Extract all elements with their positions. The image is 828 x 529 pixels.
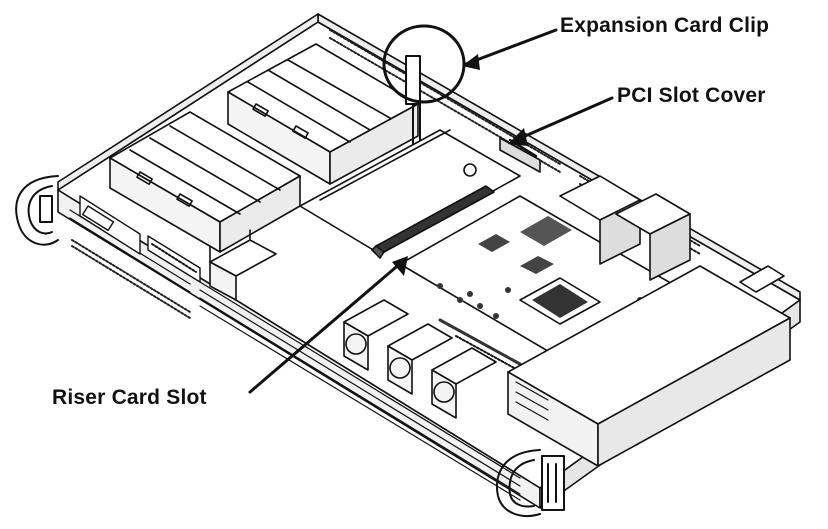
expansion-card-clip-label: Expansion Card Clip <box>560 14 770 37</box>
drive-cage-rear <box>227 43 419 185</box>
fan-row <box>209 239 497 419</box>
right-handle <box>495 449 565 517</box>
riser-card-slot-label: Riser Card Slot <box>52 386 207 409</box>
front-perforation <box>71 239 191 319</box>
fan-1 <box>343 299 409 371</box>
expansion-card-clip-callout <box>382 24 558 104</box>
power-supply <box>507 265 791 467</box>
fan-front-small <box>209 239 277 301</box>
riser-card-slot-callout <box>248 256 408 394</box>
pci-slot-cover-label: PCI Slot Cover <box>617 84 766 107</box>
left-handle <box>15 175 59 246</box>
fan-2 <box>387 323 453 395</box>
pci-slot-cover-callout <box>508 96 614 146</box>
fan-3 <box>431 347 497 419</box>
front-panel-controls <box>79 195 201 283</box>
riser-card-area <box>299 129 521 259</box>
front-vents <box>69 209 521 501</box>
drive-cage-front <box>109 111 301 263</box>
